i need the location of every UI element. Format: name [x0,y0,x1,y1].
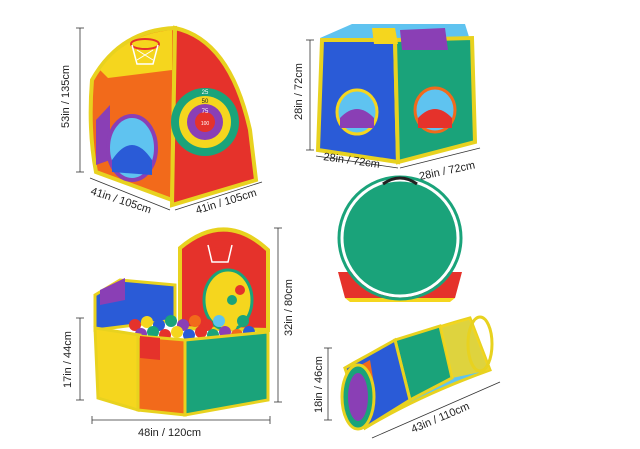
storage-bag [337,175,463,302]
ball-pit-width-label: 48in / 120cm [138,427,201,439]
ball-pit-dimensions: 32in / 80cm 17in / 44cm 48in / 120cm [62,227,295,439]
pop-up-tent: 25 50 75 100 [88,25,259,208]
ball-pit-front-yellow [93,326,142,413]
ball-pit [93,227,270,417]
target-ring-75: 75 [202,109,209,115]
tunnel-height-label: 18in / 46cm [313,356,325,413]
play-tunnel [340,315,494,431]
cube-width-right-label: 28in / 72cm [418,159,476,183]
tent-top-yellow-panel [100,30,172,78]
ball-pit-hoop [206,238,234,263]
ball-pit-height-total-label: 32in / 80cm [283,279,295,336]
target-ring-25: 25 [202,90,209,96]
ball-pit-height-wall-label: 17in / 44cm [62,331,74,388]
tent-height-label: 53in / 135cm [60,65,72,128]
cube-height-label: 28in / 72cm [293,63,305,120]
ball-pit-front-green [183,330,270,417]
tunnel-length-label: 43in / 110cm [409,400,471,435]
bag-handle [382,176,418,186]
tent-target: 25 50 75 100 [171,88,239,156]
target-ring-100: 100 [201,121,210,127]
bag-circle [340,178,460,298]
tent-hoop [130,38,160,65]
tent-window-inner [112,145,152,175]
target-ring-50: 50 [202,99,209,105]
play-cube [315,24,478,165]
